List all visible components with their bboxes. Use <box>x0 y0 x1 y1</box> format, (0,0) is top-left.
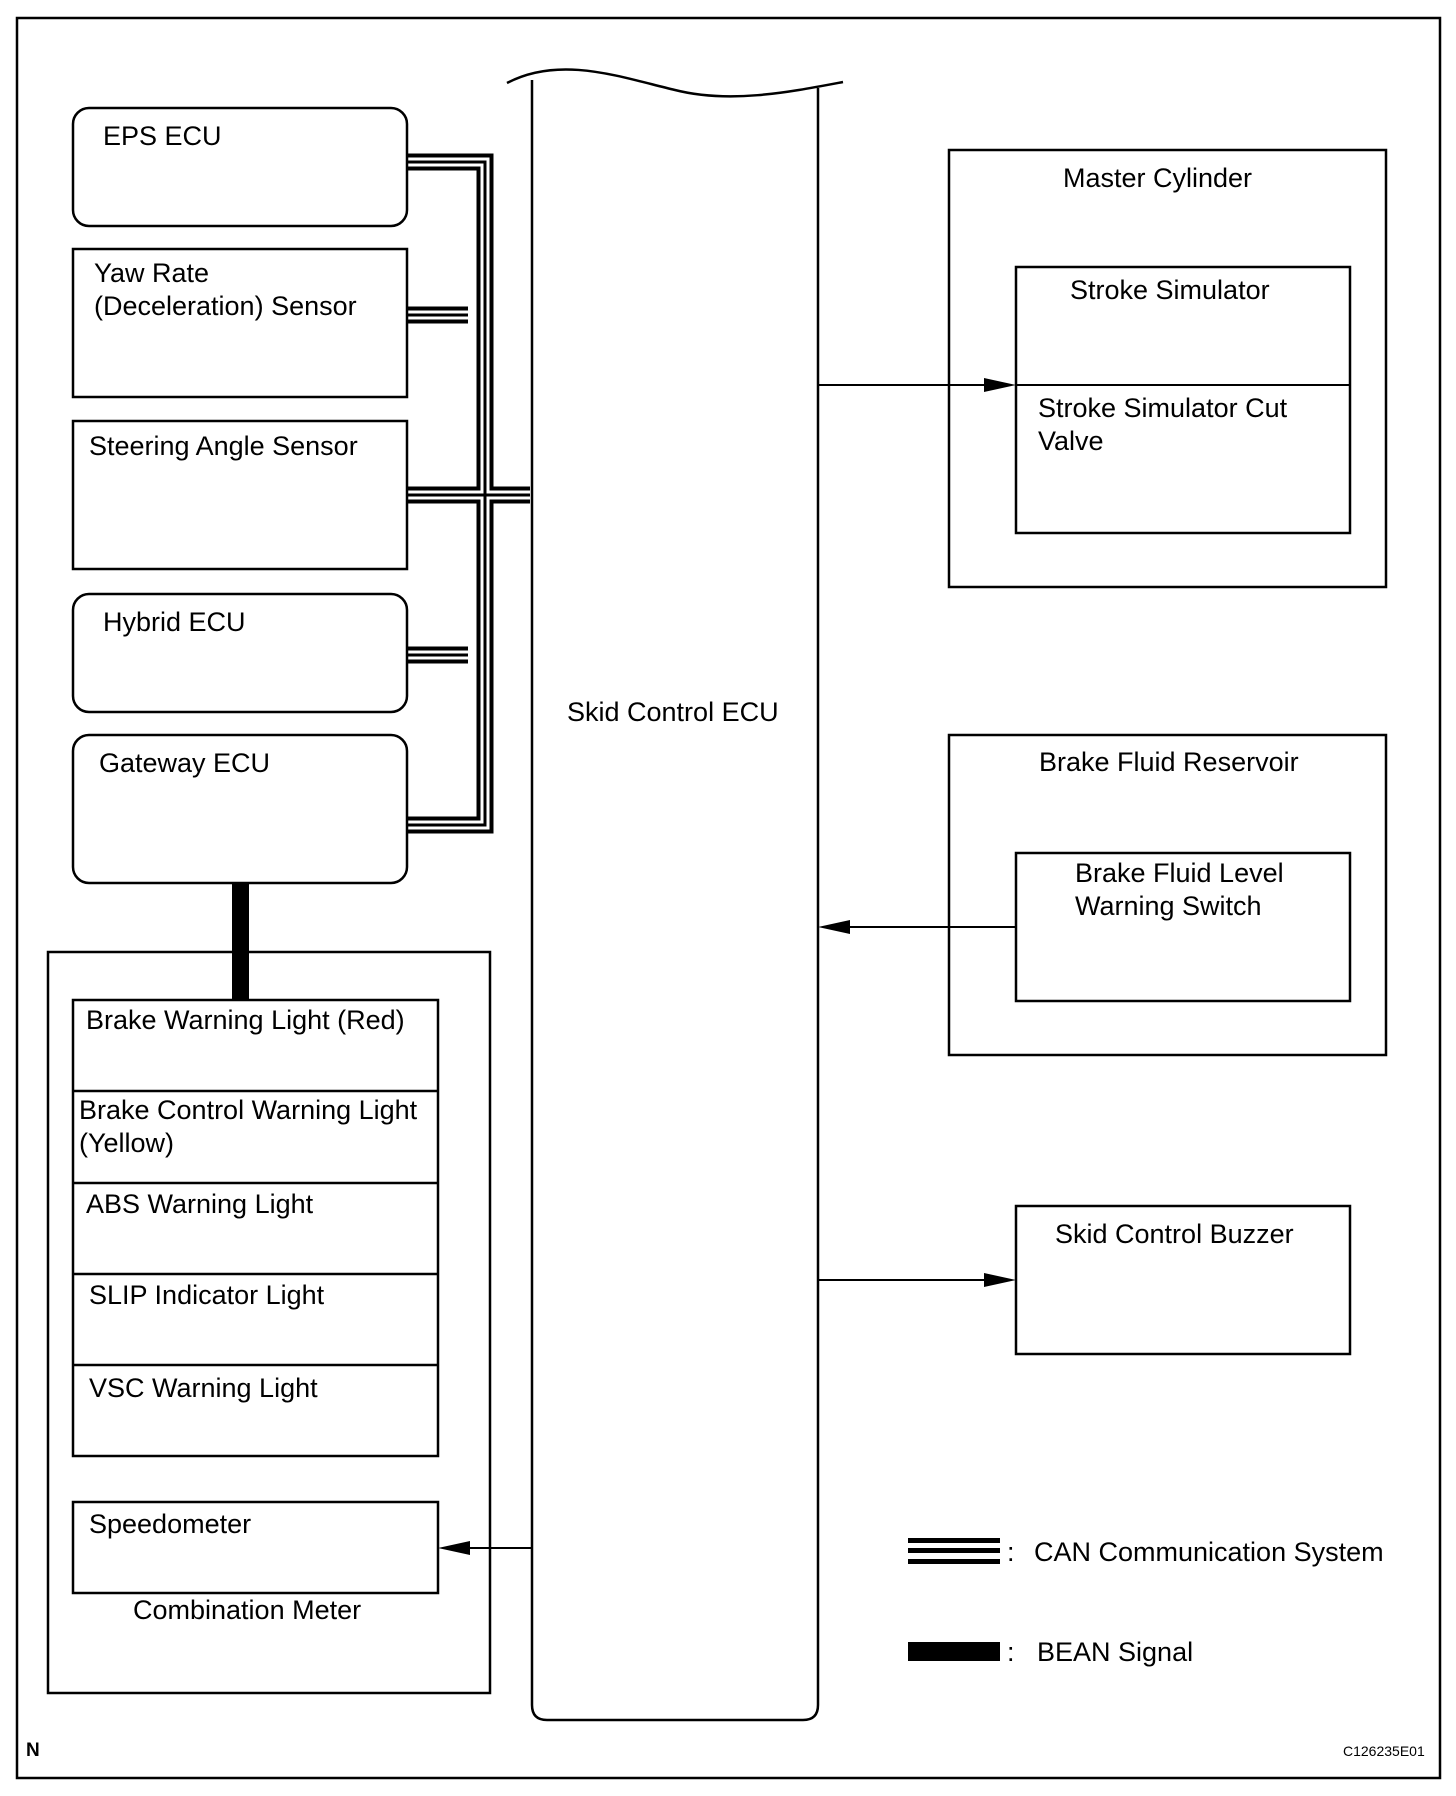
legend-can-symbol <box>908 1538 1000 1564</box>
eps-ecu-label: EPS ECU <box>103 121 222 151</box>
warning-lights-box <box>71 998 440 1458</box>
legend-can-label: CAN Communication System <box>1034 1537 1384 1567</box>
eps-ecu-box <box>71 106 409 228</box>
ecu-break-line <box>506 68 844 98</box>
legend-can-separator: : <box>1007 1537 1015 1567</box>
stroke-simulator-cut-valve-label: Stroke Simulator Cut Valve <box>1038 393 1288 456</box>
arrow-to-cut-valve <box>984 378 1016 392</box>
vsc-warning-light-label: VSC Warning Light <box>89 1373 318 1403</box>
brake-control-warning-light-label: Brake Control Warning Light (Yellow) <box>79 1095 418 1158</box>
steering-angle-sensor-box <box>71 419 409 571</box>
figure-code: C126235E01 <box>1343 1743 1425 1759</box>
brake-fluid-reservoir-label: Brake Fluid Reservoir <box>1039 747 1299 777</box>
legend-bean-symbol <box>908 1642 1000 1661</box>
slip-indicator-light-label: SLIP Indicator Light <box>89 1280 325 1310</box>
corner-mark-left: N <box>26 1740 40 1761</box>
combination-meter-label: Combination Meter <box>133 1595 362 1625</box>
gateway-ecu-box <box>71 733 409 885</box>
level-warning-switch-box <box>1014 851 1352 1003</box>
skid-control-ecu-label: Skid Control ECU <box>567 697 779 727</box>
yaw-rate-sensor-label: Yaw Rate (Deceleration) Sensor <box>94 258 357 321</box>
arrow-to-speedometer <box>438 1541 470 1555</box>
hybrid-ecu-box <box>71 592 409 714</box>
speedometer-box <box>71 1500 440 1595</box>
signal-arrows <box>438 378 1016 1555</box>
steering-angle-sensor-label: Steering Angle Sensor <box>89 431 358 461</box>
abs-warning-light-label: ABS Warning Light <box>86 1189 314 1219</box>
master-cylinder-box <box>947 148 1388 589</box>
bean-signal-line <box>232 882 249 1000</box>
gateway-ecu-label: Gateway ECU <box>99 748 271 778</box>
skid-control-buzzer-box <box>1014 1204 1352 1356</box>
level-warning-switch-label: Brake Fluid Level Warning Switch <box>1075 858 1284 921</box>
arrow-from-level-switch <box>818 920 850 934</box>
brake-fluid-reservoir-box <box>947 733 1388 1057</box>
speedometer-label: Speedometer <box>89 1509 252 1539</box>
skid-control-buzzer-label: Skid Control Buzzer <box>1055 1219 1294 1249</box>
can-bus <box>408 153 530 834</box>
stroke-simulator-box <box>1014 265 1352 535</box>
master-cylinder-label: Master Cylinder <box>1063 163 1253 193</box>
arrow-to-buzzer <box>984 1273 1016 1287</box>
skid-control-ecu-box <box>530 80 820 1722</box>
outer-frame <box>15 16 1442 1780</box>
hybrid-ecu-label: Hybrid ECU <box>103 607 246 637</box>
legend-bean-label: BEAN Signal <box>1037 1637 1194 1667</box>
combination-meter-box <box>46 950 492 1695</box>
yaw-rate-sensor-box <box>71 247 409 399</box>
brake-warning-light-label: Brake Warning Light (Red) <box>86 1005 405 1035</box>
stroke-simulator-label: Stroke Simulator <box>1070 275 1270 305</box>
legend-bean-separator: : <box>1007 1637 1015 1667</box>
